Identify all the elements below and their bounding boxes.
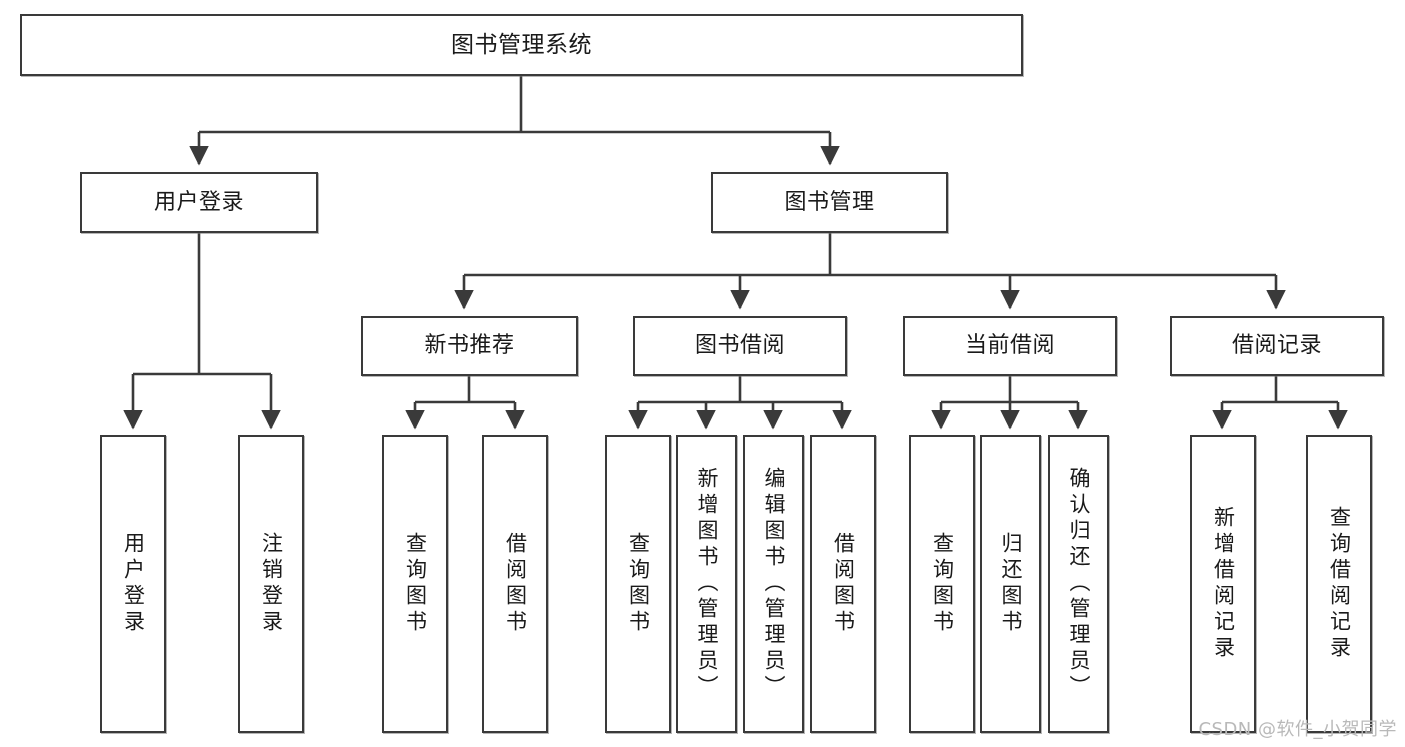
node-leaf-logout-login[interactable]: 注销登录 (238, 435, 304, 733)
node-leaf-query-book-1-label: 查询图书 (403, 532, 428, 636)
node-borrow-record-label: 借阅记录 (1231, 333, 1322, 359)
node-leaf-borrow-book-2-label: 借阅图书 (831, 532, 856, 636)
node-leaf-query-book-2-label: 查询图书 (626, 532, 651, 636)
node-leaf-confirm-return[interactable]: 确认归还（管理员） (1048, 435, 1109, 733)
node-user-login-label: 用户登录 (153, 189, 244, 215)
node-new-book-recommend-label: 新书推荐 (424, 333, 515, 359)
node-new-book-recommend[interactable]: 新书推荐 (361, 316, 578, 376)
node-leaf-return-book-label: 归还图书 (999, 532, 1023, 636)
node-borrow-record[interactable]: 借阅记录 (1170, 316, 1384, 376)
node-leaf-user-login[interactable]: 用户登录 (100, 435, 166, 733)
node-current-borrow-label: 当前借阅 (964, 333, 1055, 359)
node-leaf-user-login-label: 用户登录 (121, 532, 146, 636)
node-leaf-return-book[interactable]: 归还图书 (980, 435, 1041, 733)
watermark: CSDN @软件_小贺同学 (1198, 719, 1397, 740)
node-leaf-add-record[interactable]: 新增借阅记录 (1190, 435, 1256, 733)
node-leaf-query-record-label: 查询借阅记录 (1327, 506, 1352, 662)
node-leaf-edit-book[interactable]: 编辑图书（管理员） (743, 435, 804, 733)
node-leaf-borrow-book-1[interactable]: 借阅图书 (482, 435, 548, 733)
node-user-login[interactable]: 用户登录 (80, 172, 318, 233)
node-leaf-add-record-label: 新增借阅记录 (1211, 506, 1236, 662)
node-leaf-query-book-2[interactable]: 查询图书 (605, 435, 671, 733)
node-leaf-edit-book-label: 编辑图书（管理员） (762, 467, 786, 701)
node-book-borrow[interactable]: 图书借阅 (633, 316, 847, 376)
node-book-borrow-label: 图书借阅 (694, 333, 785, 359)
node-leaf-logout-login-label: 注销登录 (259, 532, 284, 636)
node-root-label: 图书管理系统 (451, 31, 592, 58)
node-book-manage-label: 图书管理 (784, 189, 875, 215)
node-leaf-query-book-1[interactable]: 查询图书 (382, 435, 448, 733)
node-book-manage[interactable]: 图书管理 (711, 172, 948, 233)
node-leaf-borrow-book-1-label: 借阅图书 (503, 532, 528, 636)
node-leaf-add-book-label: 新增图书（管理员） (695, 467, 719, 701)
node-leaf-add-book[interactable]: 新增图书（管理员） (676, 435, 737, 733)
node-leaf-query-book-3-label: 查询图书 (930, 532, 955, 636)
node-leaf-confirm-return-label: 确认归还（管理员） (1067, 467, 1091, 701)
node-root[interactable]: 图书管理系统 (20, 14, 1023, 76)
node-current-borrow[interactable]: 当前借阅 (903, 316, 1117, 376)
node-leaf-borrow-book-2[interactable]: 借阅图书 (810, 435, 876, 733)
node-leaf-query-record[interactable]: 查询借阅记录 (1306, 435, 1372, 733)
node-leaf-query-book-3[interactable]: 查询图书 (909, 435, 975, 733)
